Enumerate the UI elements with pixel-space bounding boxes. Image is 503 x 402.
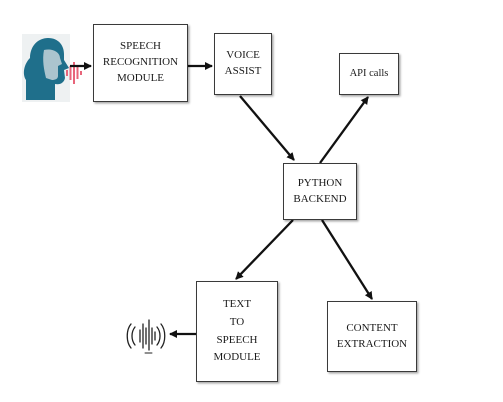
- voice-assist-box: VOICE ASSIST: [214, 33, 272, 95]
- api-calls-label: API calls: [349, 68, 389, 80]
- text-to-speech-module-label: TEXT TO SPEECH MODULE: [213, 298, 261, 364]
- content-extraction-box: CONTENT EXTRACTION: [327, 301, 417, 372]
- api-calls-box: API calls: [339, 53, 399, 95]
- arrow-python-backend-to-text-to-speech: [235, 219, 294, 280]
- speech-recognition-module-box: SPEECH RECOGNITION MODULE: [93, 24, 188, 102]
- content-extraction-label: CONTENT EXTRACTION: [336, 321, 408, 350]
- speech-recognition-module-label: SPEECH RECOGNITION MODULE: [102, 40, 179, 84]
- arrow-voice-assist-to-python-backend: [239, 95, 295, 161]
- person-speaking-icon: [22, 34, 82, 102]
- python-backend-label: PYTHON BACKEND: [293, 176, 347, 205]
- sound-wave-icon: [126, 319, 166, 354]
- voice-assist-label: VOICE ASSIST: [224, 49, 262, 77]
- arrow-python-backend-to-content-extraction: [321, 219, 373, 300]
- python-backend-box: PYTHON BACKEND: [283, 163, 357, 220]
- text-to-speech-module-box: TEXT TO SPEECH MODULE: [196, 281, 278, 382]
- arrow-python-backend-to-api-calls: [319, 96, 369, 164]
